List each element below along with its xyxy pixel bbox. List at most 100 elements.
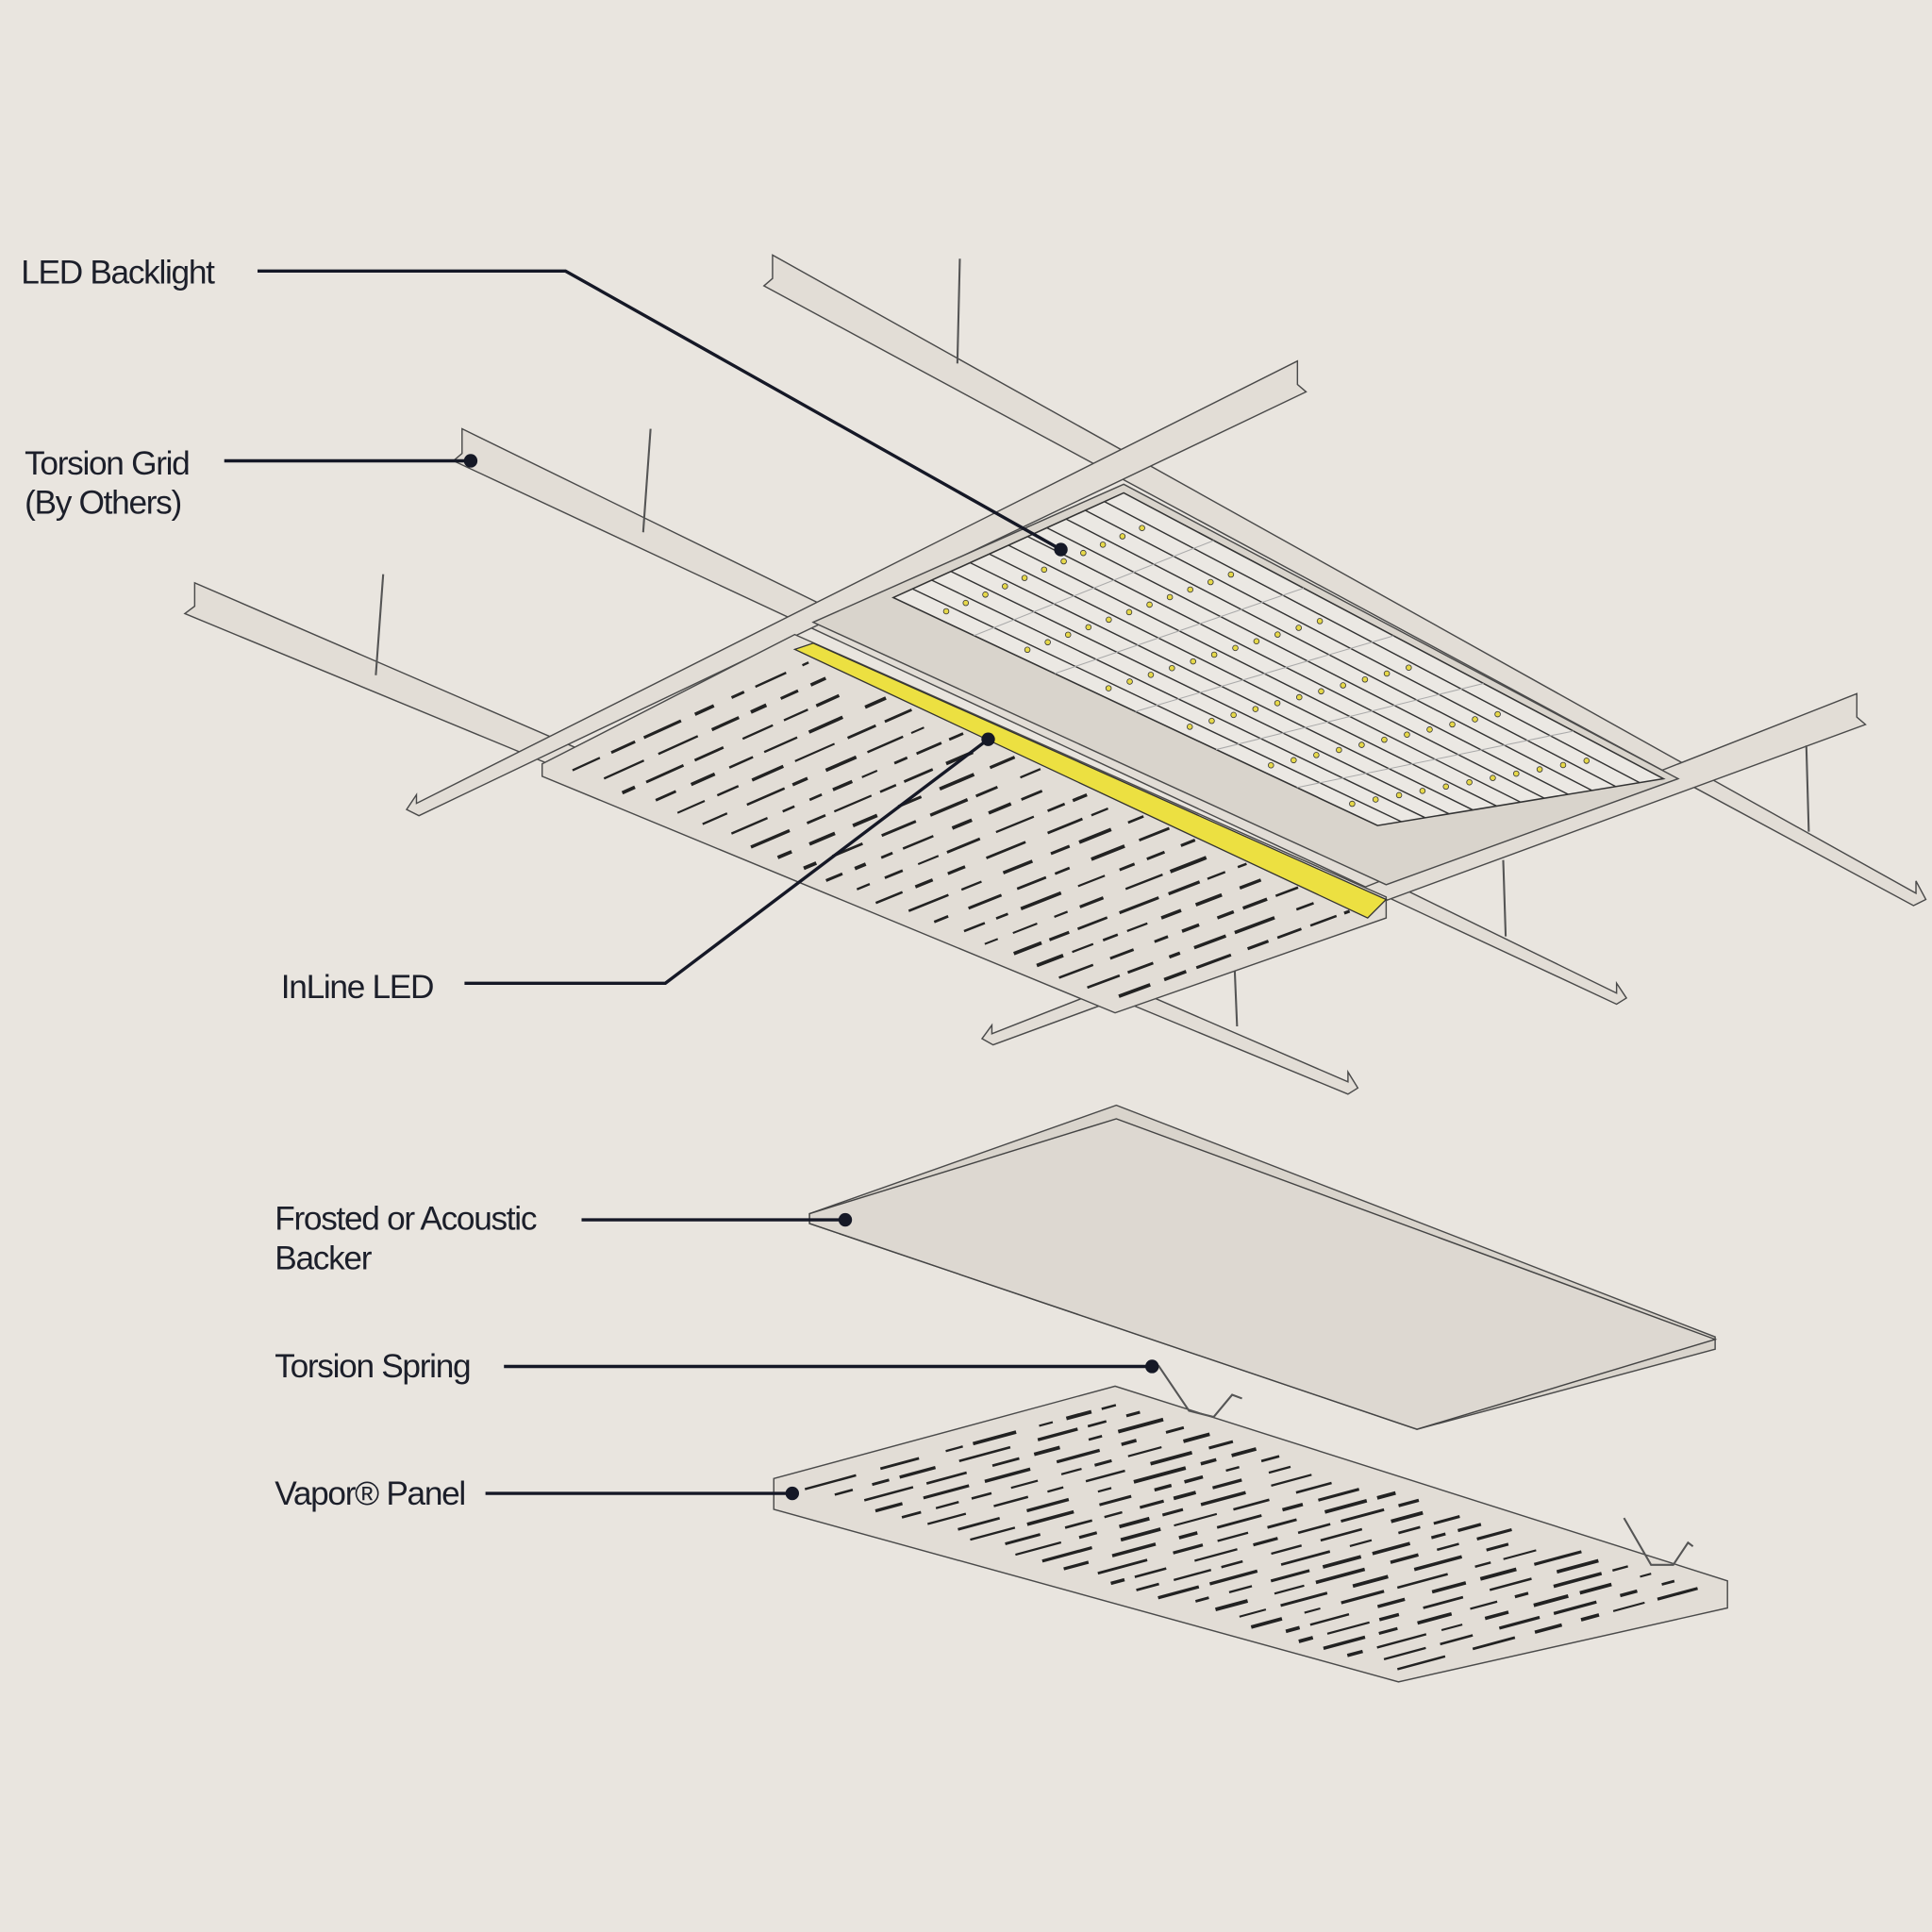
panel-slot: [991, 1457, 1020, 1468]
led-dot: [1494, 710, 1501, 718]
panel-slot: [1020, 891, 1062, 910]
panel-slot: [1158, 1585, 1200, 1600]
vapor-panel-slots: [804, 1404, 1698, 1671]
panel-slot: [1441, 1624, 1463, 1632]
panel-slot: [1079, 896, 1105, 908]
label-backer: Frosted or Acoustic: [275, 1201, 537, 1238]
panel-slot: [988, 802, 1012, 815]
panel-slot: [902, 835, 934, 850]
panel-slot: [1484, 1610, 1509, 1621]
panel-slot: [951, 818, 973, 830]
label-led-backlight: LED Backlight: [21, 254, 215, 291]
led-dot: [1146, 601, 1153, 608]
panel-slot: [1241, 897, 1268, 910]
panel-slot: [1119, 896, 1159, 915]
panel-slot: [881, 820, 917, 838]
panel-slot: [972, 1430, 1017, 1446]
panel-slot: [1109, 948, 1135, 960]
panel-slot: [874, 1502, 903, 1513]
panel-slot: [1553, 1600, 1597, 1615]
panel-slot: [1180, 839, 1196, 847]
panel-slot: [986, 841, 1026, 859]
panel-slot: [802, 661, 809, 667]
panel-slot: [1124, 874, 1163, 891]
panel-slot: [908, 893, 949, 912]
panel-slot: [716, 785, 740, 797]
panel-slot: [1119, 1516, 1150, 1529]
panel-slot: [1231, 1447, 1257, 1457]
panel-slot: [815, 693, 841, 708]
panel-slot: [1181, 923, 1200, 933]
panel-slot: [755, 672, 787, 689]
led-dot: [1080, 549, 1087, 557]
led-dot: [1395, 791, 1403, 799]
panel-slot: [1383, 1646, 1426, 1661]
panel-slot: [963, 922, 986, 933]
panel-slot: [603, 759, 645, 780]
panel-slot: [1349, 1539, 1373, 1548]
panel-slot: [1479, 1567, 1517, 1581]
panel-slot: [880, 851, 893, 859]
panel-slot: [926, 1512, 967, 1525]
panel-slot: [863, 1486, 914, 1502]
panel-slot: [958, 1516, 1001, 1531]
led-dot: [1041, 566, 1048, 574]
panel-slot: [1239, 1608, 1267, 1618]
panel-slot: [1280, 1591, 1328, 1607]
panel-slot: [1072, 792, 1088, 803]
panel-slot: [1056, 1448, 1101, 1464]
hanger-wire: [375, 574, 385, 675]
panel-slot: [1295, 902, 1314, 911]
panel-slot: [776, 850, 792, 859]
panel-slot: [1173, 1569, 1212, 1581]
panel-slot: [971, 1491, 992, 1500]
panel-slot: [1119, 862, 1136, 872]
panel-slot: [833, 794, 873, 813]
panel-slot: [1036, 954, 1064, 968]
leader-dot: [463, 454, 478, 468]
backlight-divider: [1135, 635, 1394, 712]
panel-slot: [1274, 1584, 1305, 1595]
panel-slot: [1005, 1533, 1041, 1546]
panel-slot: [1104, 1510, 1123, 1519]
led-dot: [1253, 638, 1260, 645]
led-dot: [1208, 717, 1215, 724]
panel-slot: [834, 1489, 854, 1496]
panel-slot: [916, 741, 942, 756]
panel-slot: [1194, 1596, 1209, 1603]
panel-slot: [763, 736, 798, 754]
panel-slot: [1026, 1509, 1074, 1526]
panel-slot: [1398, 1525, 1421, 1535]
panel-slot: [960, 880, 982, 891]
led-dot: [1085, 624, 1092, 631]
panel-slot: [874, 891, 904, 905]
panel-slot: [1396, 1573, 1448, 1590]
panel-slot: [1216, 909, 1235, 920]
led-dot: [1186, 724, 1193, 730]
panel-slot: [1087, 1420, 1108, 1428]
led-dot: [1166, 593, 1174, 601]
led-dot: [1126, 678, 1133, 685]
led-dot: [1252, 706, 1259, 712]
panel-slot: [1058, 963, 1094, 979]
panel-slot: [1195, 953, 1232, 970]
panel-slot: [1298, 1636, 1314, 1643]
torsion-spring-icon: [1623, 1517, 1694, 1566]
panel-slot: [1054, 910, 1069, 918]
led-dot: [1274, 631, 1281, 638]
panel-slot: [1173, 1543, 1204, 1555]
panel-slot: [1318, 1488, 1360, 1502]
panel-slot: [658, 735, 699, 756]
panel-slot: [1021, 790, 1043, 801]
panel-slot: [1225, 1465, 1240, 1473]
led-dot: [1274, 700, 1281, 707]
panel-slot: [1200, 1457, 1217, 1466]
led-dot: [1536, 766, 1543, 773]
panel-slot: [1498, 1615, 1541, 1630]
installed-vapor-panel: [541, 633, 1388, 1014]
panel-slot: [808, 715, 843, 734]
panel-slot: [945, 1445, 963, 1453]
panel-slot: [730, 817, 769, 835]
led-dot: [1060, 558, 1067, 565]
led-dot: [1442, 783, 1450, 791]
